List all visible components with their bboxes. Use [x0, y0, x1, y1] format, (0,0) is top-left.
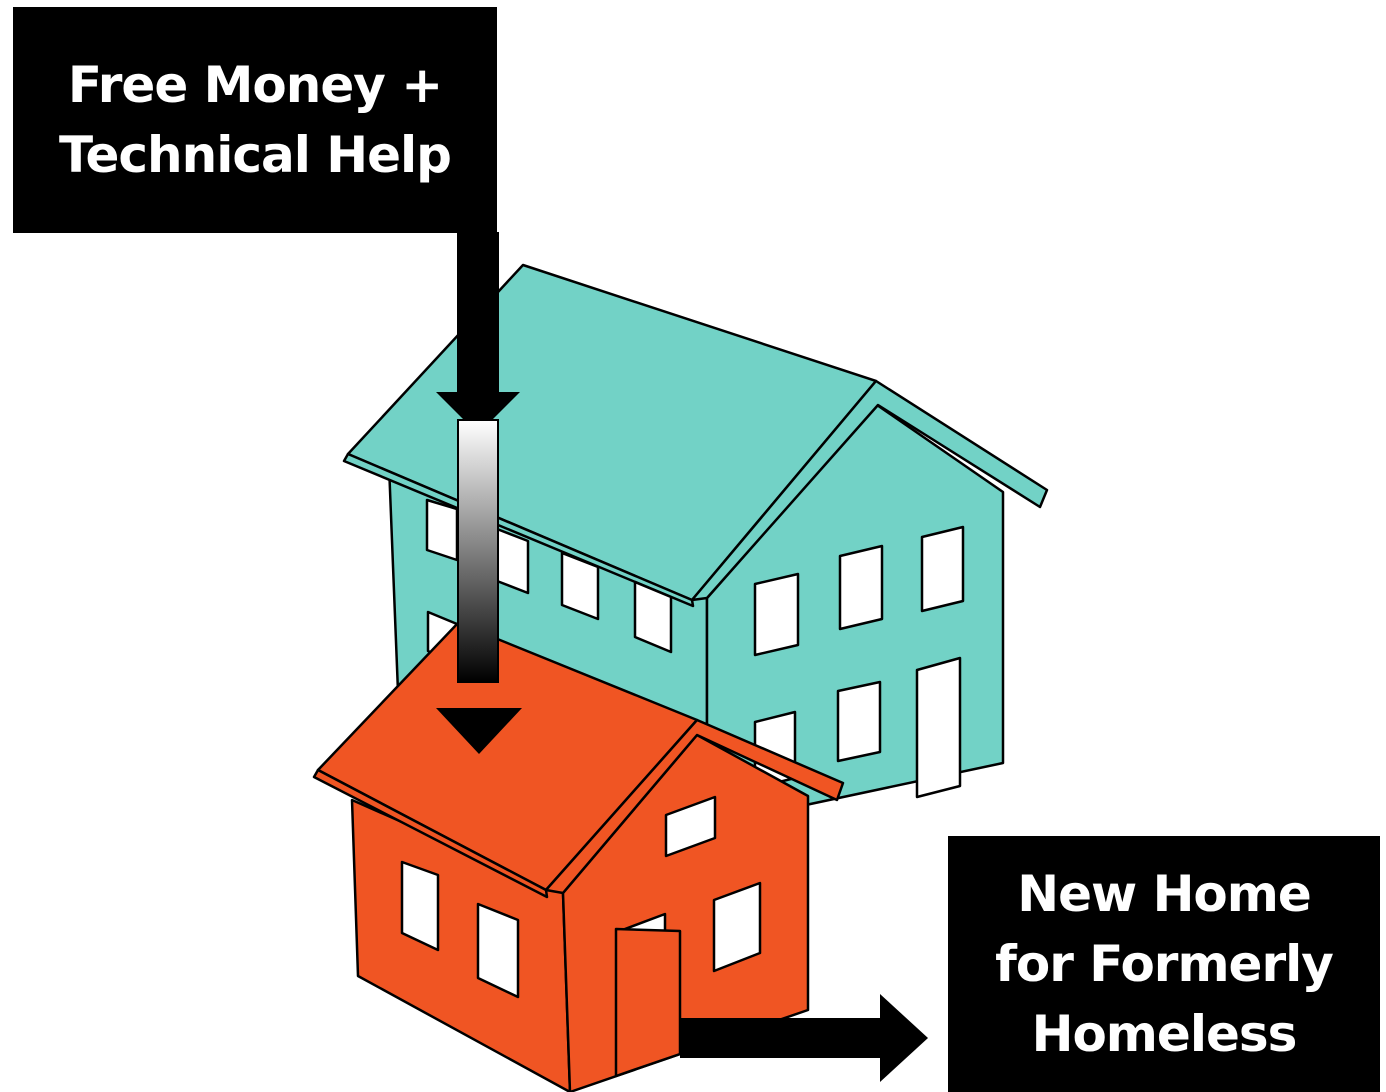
large-house-gable-windows — [753, 525, 965, 790]
down-arrow — [436, 232, 522, 754]
small-house-open-door — [614, 927, 682, 1078]
small-house-gable-windows — [664, 795, 762, 973]
funding-label: Free Money + Technical Help — [13, 7, 497, 233]
outcome-label-line-2: for Formerly — [995, 935, 1334, 993]
right-arrow — [680, 994, 928, 1082]
outcome-label-line-1: New Home — [1017, 865, 1312, 923]
funding-label-line-1: Free Money + — [67, 56, 443, 114]
large-house-rake — [690, 379, 1049, 602]
small-house-illustration — [312, 621, 845, 1092]
small-house-rake — [544, 718, 845, 895]
funding-label-line-2: Technical Help — [59, 126, 452, 184]
outcome-label-line-3: Homeless — [1031, 1005, 1298, 1063]
outcome-label: New Home for Formerly Homeless — [948, 836, 1380, 1092]
small-house-front-windows — [400, 860, 520, 999]
large-house-door — [915, 656, 962, 799]
